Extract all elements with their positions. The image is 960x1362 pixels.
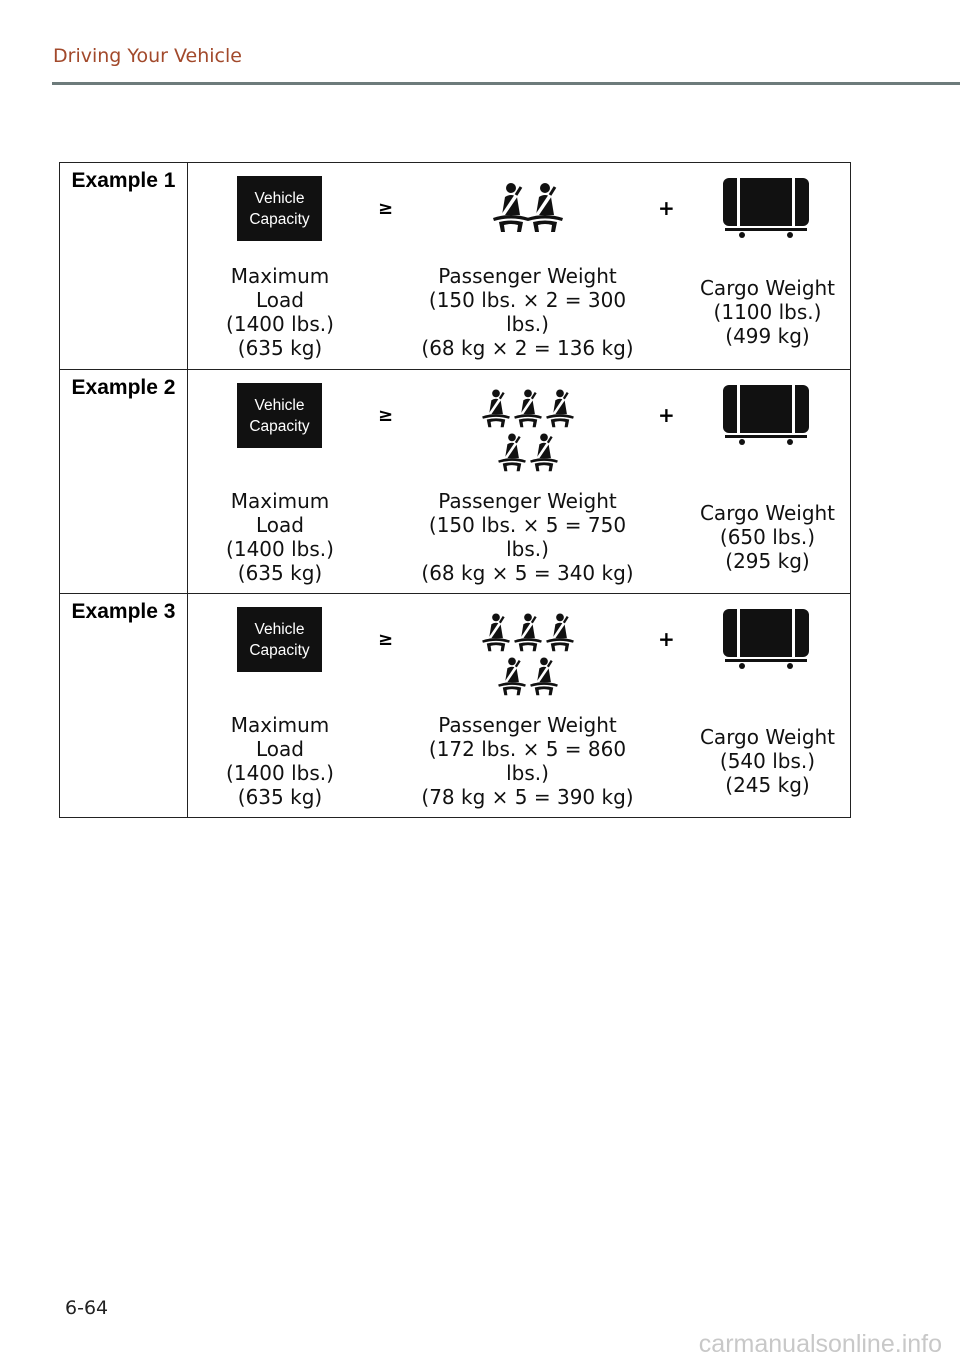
seated-passenger-icon	[495, 432, 529, 472]
seated-passenger-icon	[525, 181, 565, 233]
passenger-weight-line: (150 lbs. × 2 = 300	[428, 288, 627, 312]
header-rule	[52, 82, 960, 85]
max-load-line: (1400 lbs.)	[226, 312, 334, 336]
seated-passenger-icon	[479, 388, 513, 428]
passenger-icons	[470, 181, 585, 237]
max-load-line: (1400 lbs.)	[226, 761, 334, 785]
max-load-line: (635 kg)	[237, 785, 323, 809]
max-load-line: (635 kg)	[237, 336, 323, 360]
cargo-weight-line: (540 lbs.)	[719, 749, 816, 773]
plus-sign: +	[658, 196, 675, 220]
cargo-weight-line: (499 kg)	[725, 324, 810, 348]
max-load-line: (635 kg)	[237, 561, 323, 585]
cargo-icon	[722, 177, 810, 239]
example-label: Example 3	[60, 594, 188, 817]
max-load-line: Maximum	[230, 489, 330, 513]
section-header: Driving Your Vehicle	[53, 45, 242, 67]
seated-passenger-icon	[543, 612, 577, 652]
cargo-weight: Cargo Weight(650 lbs.)(295 kg)	[680, 501, 855, 573]
seated-passenger-icon	[479, 612, 513, 652]
max-load-line: Load	[256, 288, 304, 312]
passenger-weight-line: lbs.)	[506, 537, 549, 561]
cargo-weight-line: (245 kg)	[725, 773, 810, 797]
passenger-weight-line: Passenger Weight	[438, 713, 617, 737]
cargo-weight-line: Cargo Weight	[699, 501, 836, 525]
seated-passenger-icon	[511, 388, 545, 428]
cargo-weight: Cargo Weight(1100 lbs.)(499 kg)	[680, 276, 855, 348]
cargo-icon	[722, 608, 810, 670]
seated-passenger-icon	[511, 612, 545, 652]
passenger-weight-line: (78 kg × 5 = 390 kg)	[421, 785, 634, 809]
passenger-weight-line: (172 lbs. × 5 = 860	[428, 737, 627, 761]
example-label: Example 2	[60, 370, 188, 593]
passenger-weight-line: Passenger Weight	[438, 489, 617, 513]
passenger-weight-line: lbs.)	[506, 761, 549, 785]
cargo-weight-line: Cargo Weight	[699, 725, 836, 749]
passenger-weight-line: (68 kg × 2 = 136 kg)	[421, 336, 634, 360]
vehicle-capacity-box: Vehicle Capacity	[237, 176, 322, 241]
seated-passenger-icon	[527, 432, 561, 472]
passenger-weight-line: (68 kg × 5 = 340 kg)	[421, 561, 634, 585]
max-load-line: Load	[256, 513, 304, 537]
seated-passenger-icon	[527, 656, 561, 696]
plus-sign: +	[658, 627, 675, 651]
cargo-weight: Cargo Weight(540 lbs.)(245 kg)	[680, 725, 855, 797]
passenger-icons	[470, 612, 585, 700]
page-number: 6-64	[65, 1297, 109, 1319]
watermark: carmanualsonline.info	[698, 1330, 942, 1358]
max-load-line: (1400 lbs.)	[226, 537, 334, 561]
cargo-weight-line: (295 kg)	[725, 549, 810, 573]
plus-sign: +	[658, 403, 675, 427]
passenger-weight-line: Passenger Weight	[438, 264, 617, 288]
max-load-line: Maximum	[230, 264, 330, 288]
vehicle-capacity-box: Vehicle Capacity	[237, 383, 322, 448]
passenger-icons	[470, 388, 585, 476]
seated-passenger-icon	[495, 656, 529, 696]
max-load-line: Load	[256, 737, 304, 761]
vehicle-capacity-box: Vehicle Capacity	[237, 607, 322, 672]
greater-equal-sign: ≥	[378, 198, 394, 219]
cargo-weight-line: (1100 lbs.)	[713, 300, 822, 324]
example-label: Example 1	[60, 163, 188, 369]
seated-passenger-icon	[543, 388, 577, 428]
cargo-weight-line: Cargo Weight	[699, 276, 836, 300]
max-load-line: Maximum	[230, 713, 330, 737]
greater-equal-sign: ≥	[378, 629, 394, 650]
cargo-icon	[722, 384, 810, 446]
passenger-weight-line: lbs.)	[506, 312, 549, 336]
greater-equal-sign: ≥	[378, 405, 394, 426]
cargo-weight-line: (650 lbs.)	[719, 525, 816, 549]
passenger-weight-line: (150 lbs. × 5 = 750	[428, 513, 627, 537]
